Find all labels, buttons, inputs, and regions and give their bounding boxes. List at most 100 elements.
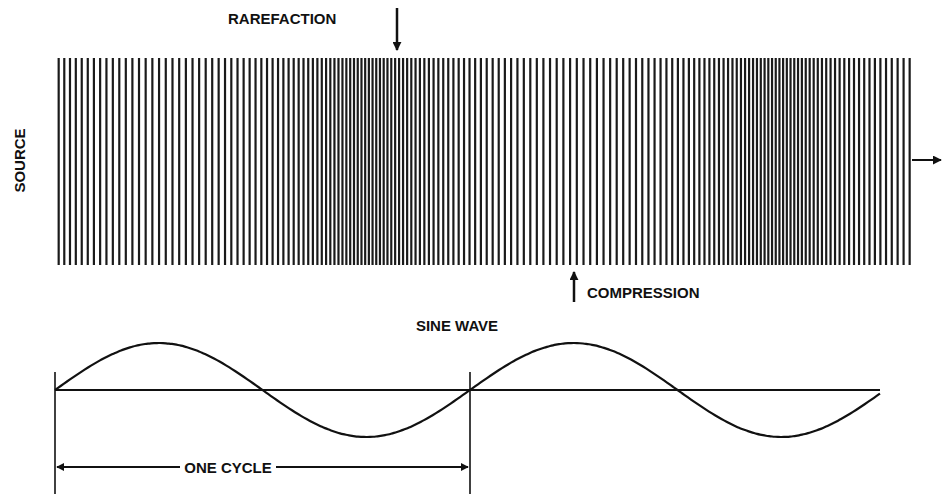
density-stroke — [298, 58, 300, 265]
density-stroke — [549, 58, 551, 265]
density-stroke — [771, 58, 773, 265]
density-stroke — [793, 58, 795, 265]
density-stroke — [277, 58, 279, 265]
density-stroke — [782, 58, 784, 265]
density-stroke — [410, 58, 412, 265]
density-stroke — [713, 58, 715, 265]
density-stroke — [809, 58, 811, 265]
density-stroke — [158, 58, 160, 265]
air-column — [55, 58, 911, 265]
density-stroke — [885, 58, 887, 265]
density-stroke — [516, 58, 518, 265]
density-stroke — [364, 58, 366, 265]
density-stroke — [727, 58, 729, 265]
density-stroke — [813, 58, 815, 265]
density-stroke — [254, 58, 256, 265]
density-stroke — [760, 58, 762, 265]
density-stroke — [736, 58, 738, 265]
density-stroke — [191, 58, 193, 265]
density-stroke — [829, 58, 831, 265]
density-stroke — [677, 58, 679, 265]
density-stroke — [249, 58, 251, 265]
density-stroke — [523, 58, 525, 265]
density-stroke — [243, 58, 245, 265]
density-stroke — [386, 58, 388, 265]
density-stroke — [63, 58, 65, 265]
density-stroke — [125, 58, 127, 265]
density-stroke — [589, 58, 591, 265]
density-stroke — [609, 58, 611, 265]
density-stroke — [271, 58, 273, 265]
density-stroke — [688, 58, 690, 265]
density-stroke — [698, 58, 700, 265]
density-stroke — [211, 58, 213, 265]
density-stroke — [641, 58, 643, 265]
density-stroke — [486, 58, 488, 265]
density-stroke — [432, 58, 434, 265]
density-stroke — [635, 58, 637, 265]
density-stroke — [817, 58, 819, 265]
density-stroke — [529, 58, 531, 265]
density-stroke — [821, 58, 823, 265]
density-stroke — [447, 58, 449, 265]
density-stroke — [756, 58, 758, 265]
density-stroke — [341, 58, 343, 265]
density-stroke — [722, 58, 724, 265]
density-stroke — [357, 58, 359, 265]
density-stroke — [138, 58, 140, 265]
density-stroke — [825, 58, 827, 265]
density-stroke — [105, 58, 107, 265]
density-stroke — [897, 58, 899, 265]
density-stroke — [616, 58, 618, 265]
density-stroke — [312, 58, 314, 265]
density-stroke — [402, 58, 404, 265]
density-stroke — [145, 58, 147, 265]
density-stroke — [868, 58, 870, 265]
density-stroke — [569, 58, 571, 265]
density-stroke — [371, 58, 373, 265]
density-stroke — [75, 58, 77, 265]
density-stroke — [556, 58, 558, 265]
density-stroke — [390, 58, 392, 265]
density-stroke — [805, 58, 807, 265]
density-stroke — [316, 58, 318, 265]
density-stroke — [333, 58, 335, 265]
density-stroke — [81, 58, 83, 265]
density-stroke — [379, 58, 381, 265]
density-stroke — [542, 58, 544, 265]
density-stroke — [647, 58, 649, 265]
density-stroke — [165, 58, 167, 265]
density-stroke — [839, 58, 841, 265]
direction-arrow — [912, 159, 941, 161]
density-stroke — [282, 58, 284, 265]
pointer-arrow — [396, 8, 399, 50]
density-stroke — [406, 58, 408, 265]
density-stroke — [375, 58, 377, 265]
density-stroke — [498, 58, 500, 265]
density-stroke — [337, 58, 339, 265]
density-stroke — [797, 58, 799, 265]
density-stroke — [767, 58, 769, 265]
callout-label: COMPRESSION — [587, 285, 700, 300]
tick-line — [469, 372, 471, 494]
density-stroke — [87, 58, 89, 265]
density-stroke — [345, 58, 347, 265]
density-stroke — [562, 58, 564, 265]
density-stroke — [596, 58, 598, 265]
density-stroke — [198, 58, 200, 265]
density-stroke — [786, 58, 788, 265]
density-stroke — [218, 58, 220, 265]
density-stroke — [834, 58, 836, 265]
pointer-arrow — [573, 272, 576, 302]
density-stroke — [266, 58, 268, 265]
density-stroke — [452, 58, 454, 265]
density-stroke — [394, 58, 396, 265]
density-stroke — [118, 58, 120, 265]
density-stroke — [629, 58, 631, 265]
density-stroke — [853, 58, 855, 265]
density-stroke — [325, 58, 327, 265]
density-stroke — [902, 58, 904, 265]
density-stroke — [748, 58, 750, 265]
